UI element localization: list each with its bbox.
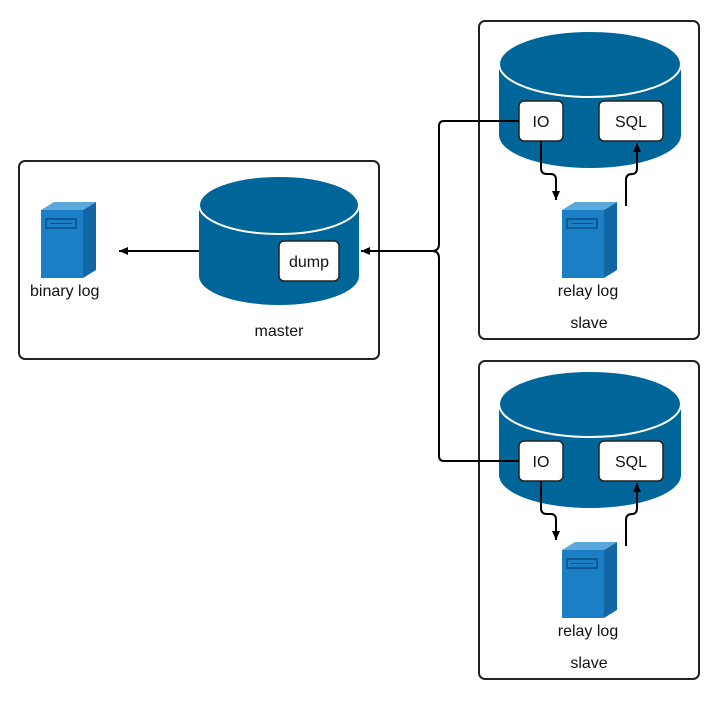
master-panel: binary log dump master <box>18 160 380 360</box>
relay-log-label: relay log <box>558 623 618 640</box>
io-thread-label: IO <box>533 454 550 471</box>
arrow-io-to-relaylog <box>540 141 560 200</box>
arrow-relaylog-to-sql <box>625 483 641 546</box>
database-cylinder-icon <box>498 30 682 168</box>
binary-log-label: binary log <box>30 283 99 300</box>
sql-thread-label: SQL <box>615 454 647 471</box>
server-tower-icon <box>562 542 617 618</box>
arrow-io-to-relaylog <box>540 481 560 540</box>
io-thread-label: IO <box>533 114 550 131</box>
server-tower-icon <box>562 202 617 278</box>
slave-panel-1: IO SQL relay log slave <box>478 20 700 340</box>
relay-log-label: relay log <box>558 283 618 300</box>
slave-label: slave <box>570 655 607 672</box>
sql-thread-box <box>598 440 664 482</box>
sql-thread-label: SQL <box>615 114 647 131</box>
slave-label: slave <box>570 315 607 332</box>
master-label: master <box>255 323 305 340</box>
database-cylinder-icon <box>498 370 682 508</box>
dump-process-box <box>278 240 340 282</box>
slave-panel-2: IO SQL relay log slave <box>478 360 700 680</box>
sql-thread-box <box>598 100 664 142</box>
server-tower-icon <box>41 202 96 278</box>
dump-process-label: dump <box>289 254 329 271</box>
arrow-relaylog-to-sql <box>625 143 641 206</box>
connector-slave2-io-to-dump <box>431 250 519 462</box>
